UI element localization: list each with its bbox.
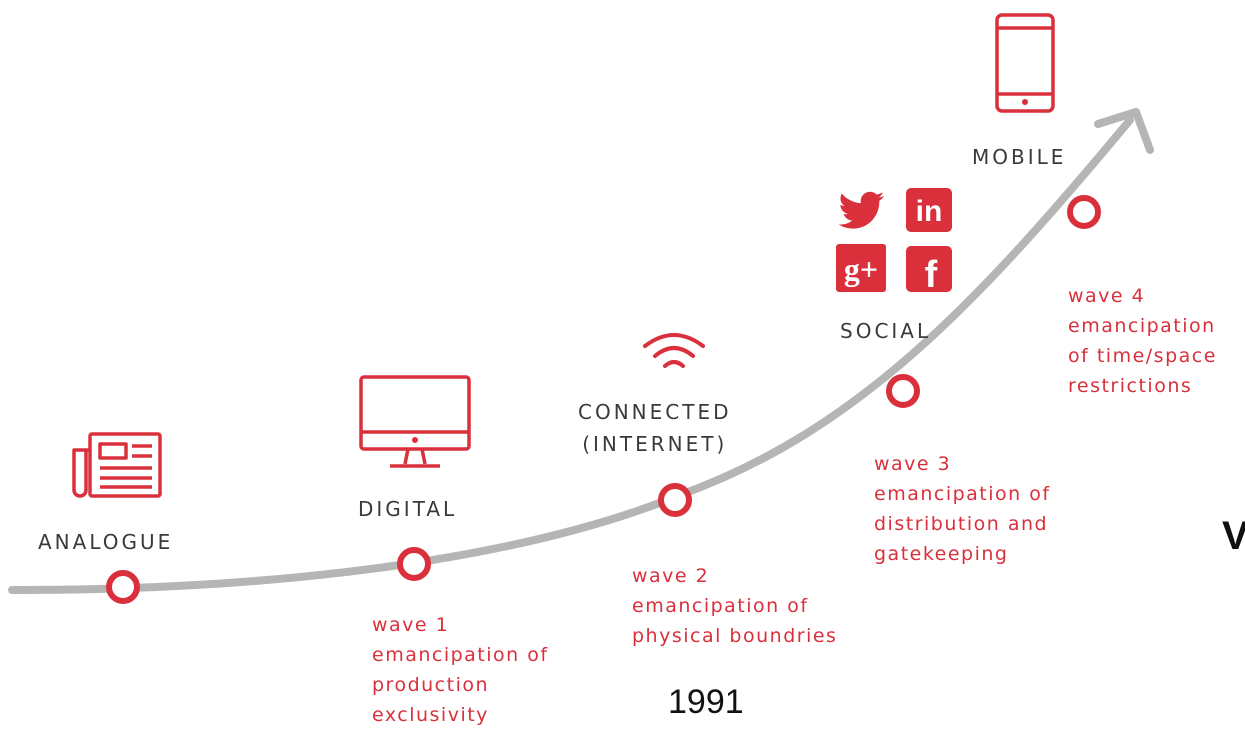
- wave-1-title: wave 1: [372, 614, 450, 636]
- wave-4-title: wave 4: [1068, 285, 1146, 307]
- wave-4-desc: emancipation of time/space restrictions: [1068, 315, 1217, 397]
- wave-2-desc: emancipation of physical boundries: [632, 595, 838, 647]
- google-plus-icon-text: g+: [844, 251, 878, 287]
- wave-3-title: wave 3: [874, 453, 952, 475]
- desktop-monitor-icon: [359, 375, 471, 468]
- linkedin-icon-text: in: [916, 195, 943, 228]
- stage-label-mobile: MOBILE: [972, 145, 1067, 169]
- wave-2-title: wave 2: [632, 565, 710, 587]
- wave-4-text: wave 4 emancipation of time/space restri…: [1068, 281, 1217, 401]
- linkedin-icon: in: [906, 188, 952, 232]
- wave-3-desc: emancipation of distribution and gatekee…: [874, 483, 1051, 565]
- wave-1-text: wave 1 emancipation of production exclus…: [372, 610, 549, 730]
- cut-off-letter: V: [1222, 514, 1245, 558]
- node-analogue: [106, 570, 140, 604]
- wave-2-text: wave 2 emancipation of physical boundrie…: [632, 561, 837, 651]
- google-plus-icon: g+: [836, 244, 886, 292]
- stage-label-connected: CONNECTED (INTERNET): [578, 400, 732, 456]
- stage-label-analogue: ANALOGUE: [38, 530, 174, 554]
- smartphone-icon: [995, 13, 1055, 113]
- stage-label-social: SOCIAL: [840, 319, 932, 343]
- year-label: 1991: [668, 683, 744, 721]
- node-mobile: [1067, 195, 1101, 229]
- facebook-icon: f: [906, 246, 952, 296]
- wave-1-desc: emancipation of production exclusivity: [372, 644, 549, 726]
- facebook-icon-text: f: [925, 254, 938, 296]
- twitter-icon: [838, 191, 884, 229]
- stage-label-digital: DIGITAL: [358, 497, 458, 521]
- wifi-icon: [643, 333, 705, 368]
- newspaper-icon: [72, 432, 162, 498]
- curve-arrowhead: [1094, 108, 1154, 154]
- wave-3-text: wave 3 emancipation of distribution and …: [874, 449, 1051, 569]
- node-connected: [658, 483, 692, 517]
- node-digital: [397, 547, 431, 581]
- node-social: [886, 374, 920, 408]
